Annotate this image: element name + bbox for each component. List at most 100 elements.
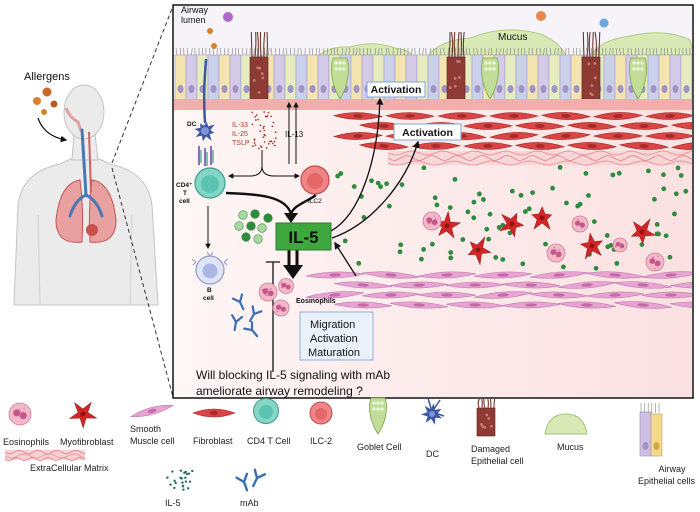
legend-label-smooth-muscle: Smooth bbox=[130, 424, 161, 434]
cytokine-particle bbox=[259, 130, 262, 132]
il5-particle bbox=[246, 221, 256, 231]
basement-membrane bbox=[174, 99, 692, 110]
cilia bbox=[212, 47, 214, 56]
il5-particle bbox=[448, 250, 454, 255]
epithelial-cell bbox=[548, 47, 561, 101]
cilia bbox=[293, 47, 296, 56]
cytokine-particle bbox=[266, 115, 269, 117]
il5-particle bbox=[234, 221, 244, 231]
epithelial-cell bbox=[504, 47, 517, 101]
cilia bbox=[594, 47, 597, 56]
fibroblast-icon bbox=[192, 408, 236, 418]
airway-panel bbox=[174, 6, 692, 397]
il5-particle bbox=[586, 193, 591, 198]
epithelial-cell bbox=[570, 47, 583, 101]
il5-input-arrowhead bbox=[284, 213, 298, 223]
il5-particle bbox=[663, 233, 669, 239]
il5-particle bbox=[460, 237, 466, 242]
il5-particle bbox=[507, 230, 513, 236]
cilia bbox=[378, 47, 380, 56]
il5-particle bbox=[591, 219, 597, 225]
damaged-epithelial-cell bbox=[446, 31, 466, 100]
cytokine-particle bbox=[263, 125, 265, 128]
ecm-fiber bbox=[387, 155, 692, 161]
il5-particle bbox=[656, 231, 661, 237]
il5-output-arrowhead bbox=[283, 265, 303, 279]
cytokine-particle bbox=[255, 114, 258, 117]
airway-epithelial-cells-icon bbox=[639, 403, 663, 457]
cilia bbox=[634, 47, 636, 56]
smooth-muscle-cell bbox=[361, 271, 421, 279]
legend-label-airway-epithelial: Airway bbox=[658, 464, 686, 474]
il5-particle bbox=[486, 236, 491, 242]
il5-particle bbox=[678, 173, 684, 178]
eosinophil-icon bbox=[8, 402, 32, 426]
legend-label-goblet-cell: Goblet Cell bbox=[357, 442, 402, 452]
cilia bbox=[429, 47, 431, 56]
il5-particle bbox=[351, 184, 357, 189]
cilia bbox=[667, 47, 669, 56]
cilia bbox=[543, 47, 545, 56]
il5-particle bbox=[342, 238, 348, 244]
epithelial-cell bbox=[207, 47, 220, 101]
cilia bbox=[330, 47, 333, 56]
il5-particle bbox=[421, 165, 427, 171]
fibroblast bbox=[644, 132, 692, 140]
smooth-muscle-cell bbox=[669, 301, 692, 309]
epithelial-cell bbox=[658, 47, 671, 101]
il25-label: IL-25 bbox=[232, 131, 248, 138]
smooth-muscle-cell bbox=[474, 291, 532, 299]
zoom-line-top bbox=[111, 5, 174, 164]
extracellular-matrix-icon bbox=[4, 449, 86, 461]
cytokine-particle bbox=[262, 136, 265, 139]
cytokine-particle bbox=[252, 145, 254, 148]
il5-particle bbox=[526, 206, 532, 212]
smooth-muscle-cell bbox=[417, 271, 477, 279]
cilia bbox=[436, 47, 438, 56]
cytokine-particle bbox=[274, 131, 277, 134]
il5-particle bbox=[378, 184, 383, 190]
il5-particle bbox=[577, 201, 583, 207]
cytokine-particle bbox=[264, 115, 267, 118]
legend-label-damaged-epithelial: Damaged bbox=[471, 444, 510, 454]
zoom-line-bottom bbox=[111, 167, 174, 398]
cilia bbox=[300, 47, 302, 56]
cilia bbox=[341, 47, 343, 56]
il5-particle bbox=[471, 199, 477, 205]
cilia bbox=[550, 47, 552, 56]
cytokine-particle bbox=[263, 129, 266, 132]
goblet-cell bbox=[331, 57, 349, 100]
cilia bbox=[622, 47, 625, 56]
il5-particle bbox=[509, 188, 515, 194]
il5-particle bbox=[652, 196, 657, 202]
cd4-t-cell-label: CD4⁺ bbox=[176, 182, 192, 189]
eosinophil-cluster bbox=[258, 278, 294, 317]
smooth-muscle-cell bbox=[389, 301, 449, 309]
damaged-epithelial-cell-icon bbox=[476, 397, 496, 437]
eosinophil bbox=[612, 237, 628, 253]
activation-box-top bbox=[366, 81, 426, 98]
il5-to-eosinophils bbox=[287, 250, 299, 266]
il5-particle bbox=[646, 168, 651, 174]
cytokine-particle bbox=[260, 146, 263, 149]
il5-particle bbox=[361, 215, 367, 220]
il5-box bbox=[275, 222, 332, 251]
cd4-t-cell-label: T bbox=[183, 190, 187, 197]
head bbox=[63, 84, 105, 140]
legend-icons bbox=[4, 397, 663, 492]
smooth-muscle-cell bbox=[501, 301, 561, 309]
cilia bbox=[315, 47, 318, 56]
epithelial-cell bbox=[273, 47, 286, 101]
fibroblast bbox=[618, 122, 670, 130]
legend-label-fibroblast: Fibroblast bbox=[193, 436, 233, 446]
cilia bbox=[439, 47, 442, 56]
eosinophil-effects-box bbox=[299, 311, 374, 361]
smooth-muscle-cell bbox=[305, 291, 365, 299]
cytokine-particle bbox=[254, 144, 257, 147]
cilia bbox=[318, 47, 321, 56]
cilia bbox=[656, 47, 658, 56]
il5-particle bbox=[583, 170, 589, 176]
cytokine-particle bbox=[265, 147, 268, 149]
cilia bbox=[476, 47, 478, 56]
